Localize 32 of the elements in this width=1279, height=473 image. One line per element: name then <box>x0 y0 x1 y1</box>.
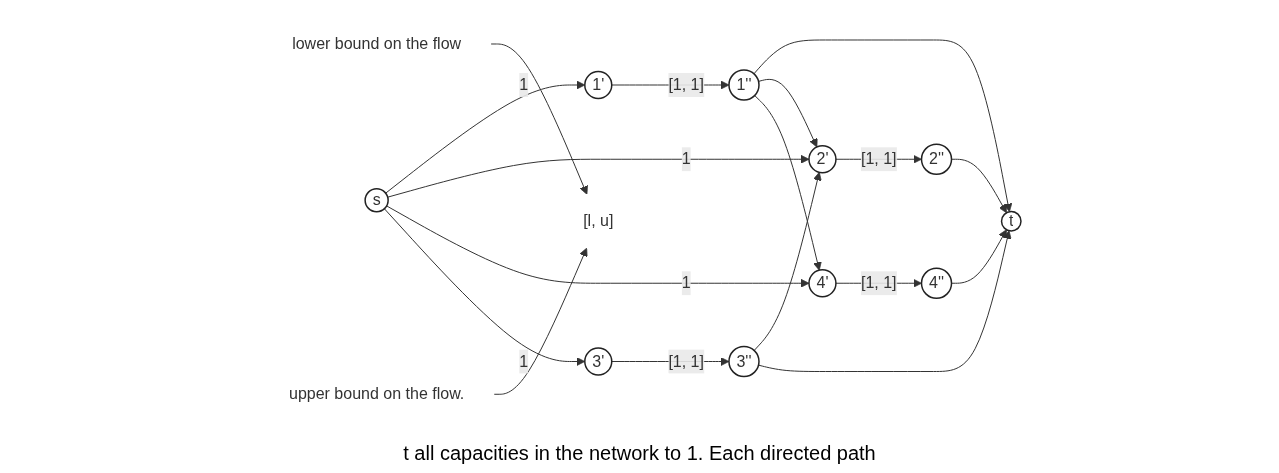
edge-label: [1, 1] <box>667 75 704 93</box>
arrow <box>753 171 822 351</box>
edge-label: [1, 1] <box>667 352 704 370</box>
node-circle: 1' <box>583 70 612 100</box>
arrow <box>753 94 822 271</box>
node-circle: 4'' <box>920 267 952 299</box>
node-circle: 3'' <box>727 345 760 378</box>
edge-label: [1, 1] <box>860 274 897 292</box>
node-circle: 3' <box>583 347 612 376</box>
arrow <box>385 205 809 288</box>
arrow <box>757 78 818 148</box>
edge-label: 1 <box>681 150 691 168</box>
note-text: t all capacities in the network to 1. Each directed path <box>403 441 876 466</box>
arrow <box>490 43 588 195</box>
node-circle: 2' <box>807 144 837 174</box>
node-text: [l, u] <box>582 212 613 230</box>
node-circle: t <box>1000 210 1022 232</box>
edge-label: 1 <box>518 352 528 370</box>
node-circle: 1'' <box>727 69 760 101</box>
node-text: lower bound on the flow <box>291 34 461 52</box>
node-text: upper bound on the flow. <box>288 385 464 403</box>
arrow <box>757 230 1012 372</box>
arrow <box>383 208 585 366</box>
edge-label: 1 <box>681 274 691 292</box>
arrow <box>493 247 588 395</box>
node-circle: s <box>363 187 389 213</box>
node-circle: 2'' <box>920 143 952 175</box>
arrow <box>752 39 1012 212</box>
edge-label: [1, 1] <box>860 150 897 168</box>
node-circle: 4' <box>807 268 837 298</box>
edge-label: 1 <box>518 75 528 93</box>
arrow <box>384 80 585 194</box>
